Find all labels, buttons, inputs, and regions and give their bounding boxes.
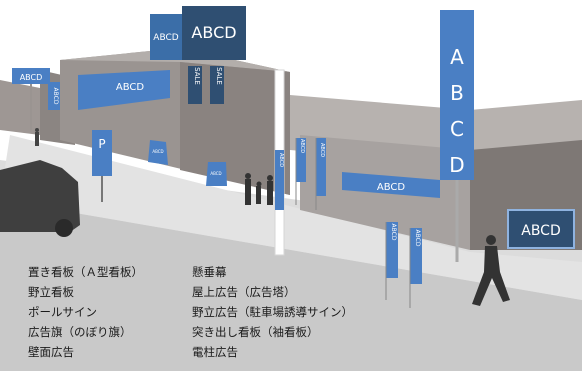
tall-pole-letter-b: B: [450, 81, 464, 105]
tall-pole-letter-d: D: [449, 153, 464, 177]
flag-3-label: ABCD: [319, 143, 325, 157]
legend-item: 野立広告（駐車場誘導サイン）: [192, 305, 353, 319]
street: [0, 200, 582, 371]
wall-banner-right-label: ABCD: [377, 182, 406, 193]
flag-3: [316, 138, 326, 196]
pole-vertical-left: [48, 82, 60, 110]
hanging-banner-1-label: SALE: [193, 67, 201, 85]
hanging-banner-2: [210, 66, 224, 104]
rooftop-side-label: ABCD: [153, 33, 178, 43]
rooftop-front-label: ABCD: [191, 23, 236, 42]
legend-item: 野立看板: [28, 285, 74, 299]
rooftop-tower-side: [150, 14, 182, 60]
hanging-banner-2-label: SALE: [215, 67, 223, 85]
sidewalk: [0, 135, 582, 300]
stand-sign-1-label: ABCD: [152, 149, 163, 154]
building-main-front: [180, 62, 290, 195]
tall-pole-sign: [440, 10, 474, 180]
parking-sign-label: P: [98, 137, 105, 151]
flag-5: [410, 228, 422, 284]
legend-column-1: 置き看板（Ａ型看板） 野立看板 ポールサイン 広告旗（のぼり旗） 壁面広告: [28, 262, 143, 362]
legend-column-2: 懸垂幕 屋上広告（広告塔） 野立広告（駐車場誘導サイン） 突き出し看板（袖看板）…: [192, 262, 353, 362]
utility-pole-ad: [275, 150, 284, 210]
pole-sign-left-label: ABCD: [20, 73, 43, 82]
wall-banner-left-label: ABCD: [116, 82, 145, 93]
wall-banner-right: [342, 172, 440, 198]
legend-item: 広告旗（のぼり旗）: [28, 325, 132, 339]
stand-sign-1: [148, 140, 168, 165]
legend-item: 突き出し看板（袖看板）: [192, 325, 319, 339]
legend-item: 電柱広告: [192, 345, 238, 359]
legend-item: 置き看板（Ａ型看板）: [28, 265, 143, 279]
building-far-left: [0, 80, 40, 135]
tall-pole-letter-c: C: [450, 117, 464, 141]
stand-sign-2-label: ABCD: [210, 171, 221, 176]
tall-pole-letter-a: A: [450, 45, 464, 69]
projecting-sign-label: ABCD: [521, 223, 561, 239]
flag-2: [296, 138, 306, 182]
rooftop-tower-front: [182, 6, 246, 60]
stand-sign-2: [206, 162, 227, 186]
flag-4: [386, 222, 398, 278]
pole-vertical-left-label: ABCD: [52, 88, 59, 105]
utility-pole-ad-label: ABCD: [278, 153, 284, 167]
legend-item: 屋上広告（広告塔）: [192, 285, 296, 299]
pedestrian-far: [35, 128, 39, 146]
family-silhouettes: [245, 173, 273, 205]
legend-item: 懸垂幕: [192, 265, 227, 279]
wall-banner-left: [78, 70, 170, 110]
flag-4-label: ABCD: [390, 224, 397, 241]
flag-5-label: ABCD: [414, 230, 421, 247]
legend-item: 壁面広告: [28, 345, 74, 359]
hanging-banner-1: [188, 66, 202, 104]
pole-sign-left: [12, 68, 50, 84]
parking-sign: [92, 130, 112, 176]
pedestrian-walking: [472, 235, 510, 306]
flag-2-label: ABCD: [299, 139, 305, 153]
car-silhouette: [0, 160, 80, 232]
projecting-sign: [507, 209, 575, 249]
legend-item: ポールサイン: [28, 305, 97, 319]
